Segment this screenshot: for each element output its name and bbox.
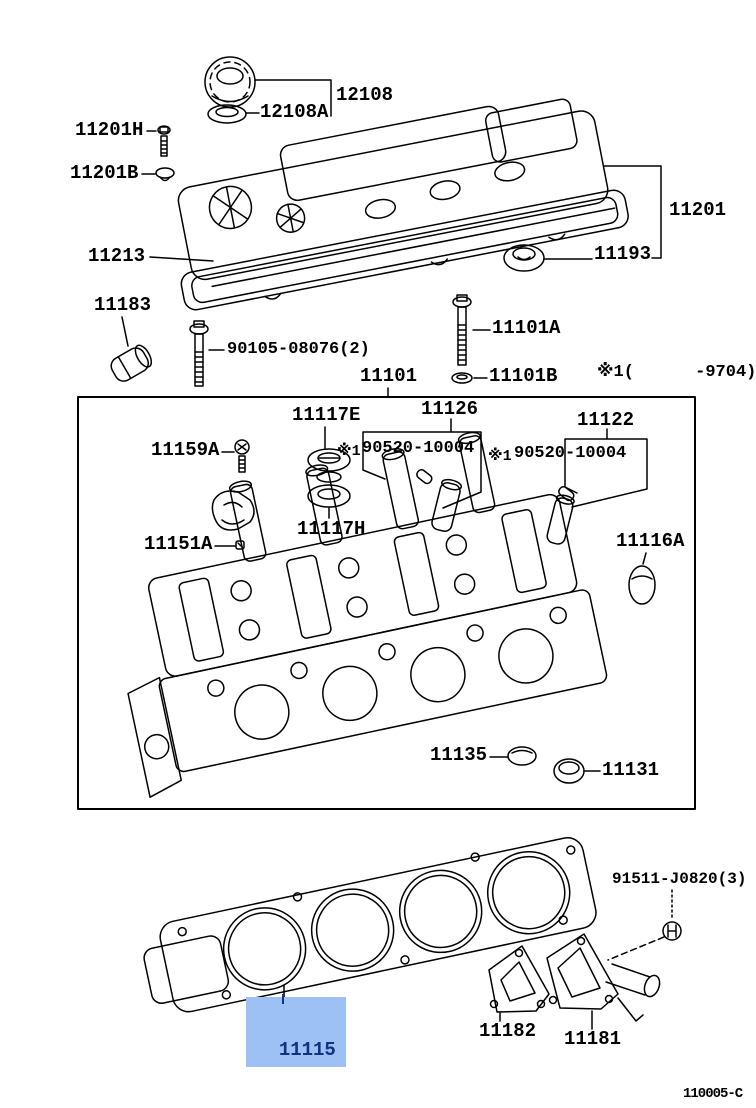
head-gasket-drawing bbox=[143, 837, 597, 1013]
part-label-90105[interactable]: 90105-08076(2) bbox=[227, 340, 370, 359]
clamp-11151a-drawing bbox=[211, 490, 255, 550]
plug-11116a-drawing bbox=[628, 565, 656, 605]
ring-11131-drawing bbox=[553, 758, 585, 784]
bolt-90105-drawing bbox=[189, 320, 209, 387]
applicability-note: ※1( -9704) bbox=[597, 363, 756, 382]
part-label-12108[interactable]: 12108 bbox=[336, 84, 394, 106]
group-box bbox=[77, 396, 696, 810]
leader-line-continuation bbox=[282, 994, 284, 1004]
part-label-11131[interactable]: 11131 bbox=[602, 759, 660, 781]
outlet-11181-drawing bbox=[546, 933, 661, 1022]
part-label-11181[interactable]: 11181 bbox=[564, 1028, 622, 1050]
part-label-11126[interactable]: 11126 bbox=[421, 398, 479, 420]
cap-gasket-drawing bbox=[207, 104, 247, 124]
part-label-11213[interactable]: 11213 bbox=[88, 245, 146, 267]
part-label-12108a[interactable]: 12108A bbox=[260, 101, 329, 123]
part-label-90520-right[interactable]: 90520-10004 bbox=[514, 444, 627, 463]
cap-11183-drawing bbox=[110, 344, 153, 382]
callout-frame-11122 bbox=[558, 428, 648, 508]
grommet-11193-drawing bbox=[503, 244, 545, 272]
leader-lines bbox=[121, 79, 673, 1030]
part-label-11201[interactable]: 11201 bbox=[669, 199, 727, 221]
bolt-91511-drawing bbox=[662, 921, 682, 941]
part-label-11101b[interactable]: 11101B bbox=[489, 365, 558, 387]
part-label-11182[interactable]: 11182 bbox=[479, 1020, 537, 1042]
grommet-11201b-drawing bbox=[155, 167, 175, 182]
part-label-11116a[interactable]: 11116A bbox=[616, 530, 685, 552]
oil-cap-drawing bbox=[204, 56, 256, 108]
gasket-11117h-drawing bbox=[307, 484, 351, 508]
part-label-11135[interactable]: 11135 bbox=[430, 744, 488, 766]
part-label-11117h[interactable]: 11117H bbox=[297, 518, 366, 540]
callout-frame-11126 bbox=[362, 418, 482, 509]
part-label-11115-highlighted[interactable]: 11115 bbox=[246, 994, 346, 1067]
part-label-11201b[interactable]: 11201B bbox=[70, 162, 139, 184]
part-label-11201h[interactable]: 11201H bbox=[75, 119, 144, 141]
bolt-11201h-drawing bbox=[157, 125, 171, 157]
part-label-11151a[interactable]: 11151A bbox=[144, 533, 213, 555]
part-label-11122[interactable]: 11122 bbox=[577, 409, 635, 431]
part-label-11183[interactable]: 11183 bbox=[94, 294, 152, 316]
part-label-91511[interactable]: 91511-J0820(3) bbox=[612, 870, 747, 888]
part-label-11193[interactable]: 11193 bbox=[594, 243, 652, 265]
valve-guide-left-drawing bbox=[431, 478, 463, 532]
seal-11135-drawing bbox=[507, 746, 537, 766]
valve-guide-right-drawing bbox=[546, 494, 575, 545]
bolt-11101a-drawing bbox=[451, 294, 473, 384]
diagram-code: 110005-C bbox=[683, 1086, 743, 1102]
screw-11159a-drawing bbox=[234, 439, 250, 473]
part-label-11101a[interactable]: 11101A bbox=[492, 317, 561, 339]
gasket-11182-drawing bbox=[488, 945, 550, 1013]
part-label-11117e[interactable]: 11117E bbox=[292, 404, 361, 426]
ref-mark-left: ※1 bbox=[337, 443, 361, 460]
part-label-11115-text: 11115 bbox=[278, 1039, 336, 1061]
part-label-90520-left[interactable]: 90520-10004 bbox=[362, 439, 475, 458]
ref-mark-right: ※1 bbox=[488, 448, 512, 465]
valve-cover-drawing bbox=[177, 98, 629, 311]
part-label-11101[interactable]: 11101 bbox=[360, 365, 418, 387]
cylinder-head-drawing bbox=[127, 431, 608, 798]
part-label-11159a[interactable]: 11159A bbox=[151, 439, 220, 461]
